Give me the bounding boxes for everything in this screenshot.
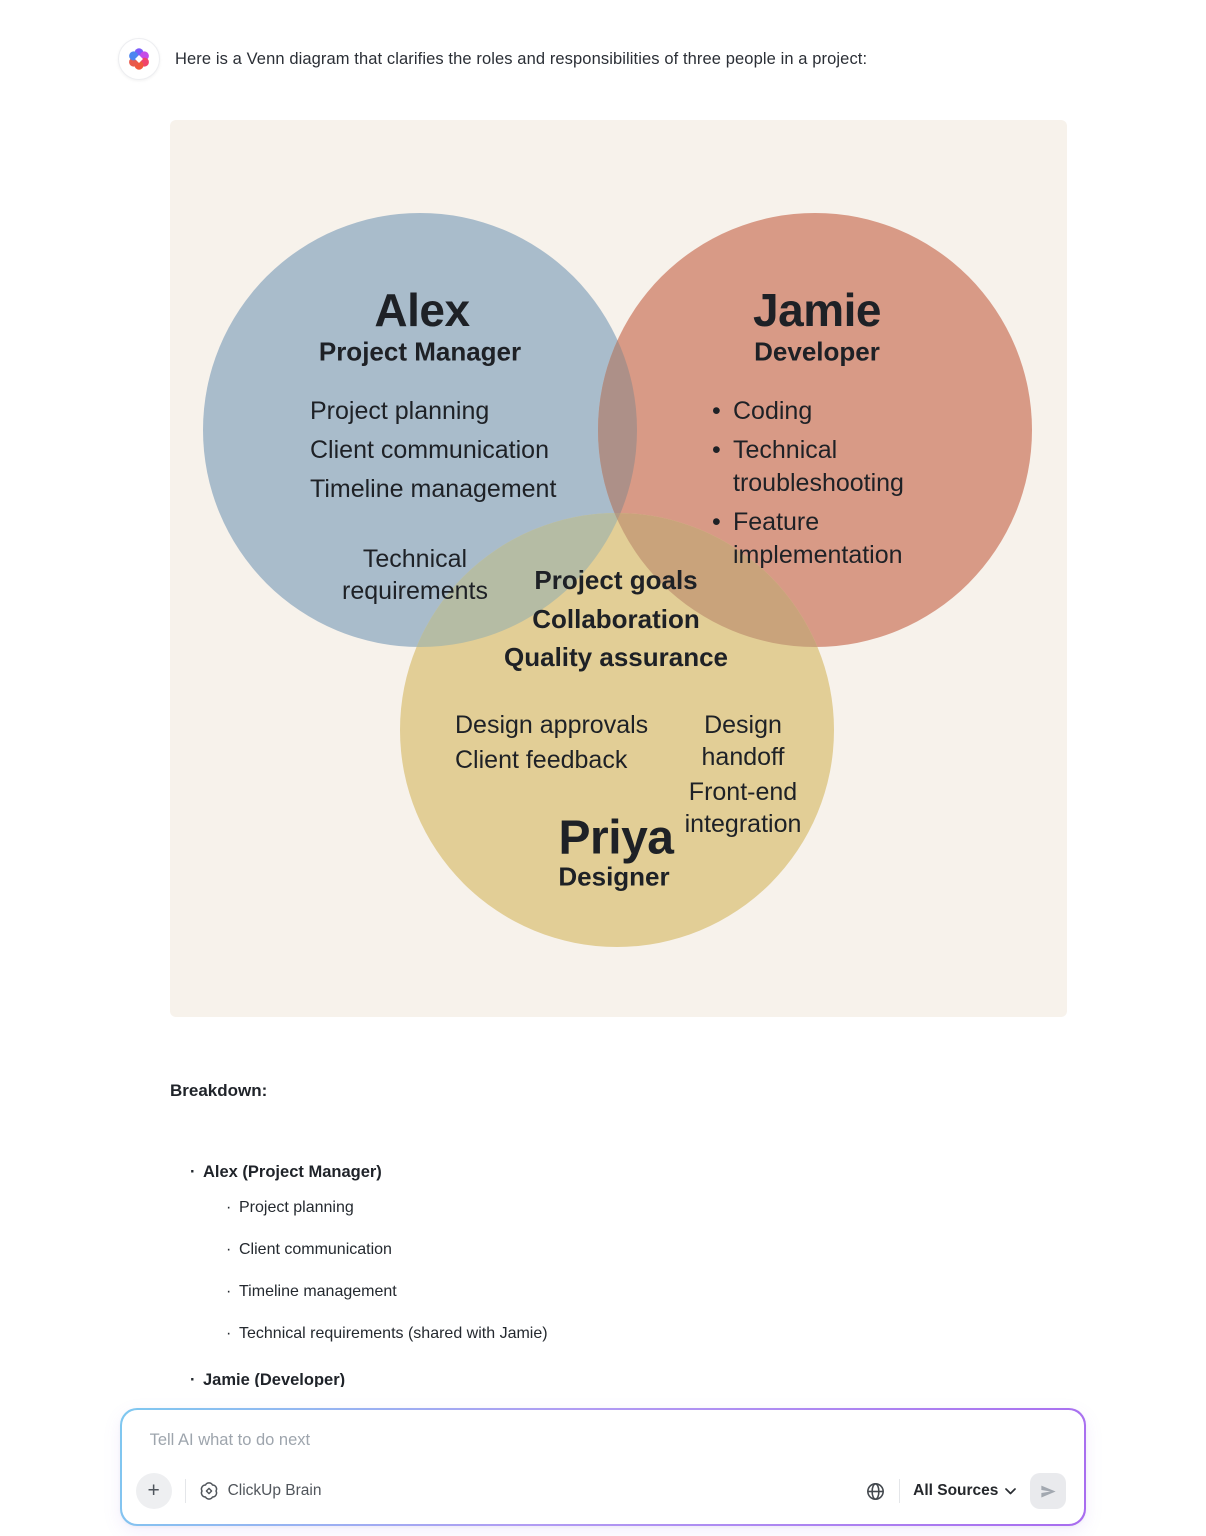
bullet: · [226,1199,232,1216]
alex-item: Timeline management [310,475,557,503]
jamie-item: Feature implementation [712,506,983,572]
jamie-item: Technical troubleshooting [712,434,983,500]
priya-name: Priya [558,811,674,865]
shared-item: Quality assurance [504,642,728,672]
jamie-item: Coding [712,395,983,428]
shared-items: Project goals Collaboration Quality assu… [446,561,786,677]
all-sources-label: All Sources [913,1482,999,1500]
alex-role: Project Manager [318,336,522,367]
send-icon [1041,1485,1056,1498]
jamie-role: Developer [754,336,880,367]
composer-input[interactable] [147,1429,852,1451]
add-attachment-button[interactable]: + [135,1473,172,1510]
send-button[interactable] [1030,1473,1067,1510]
composer-toolbar: + ClickUp Brain All Sources [135,1471,1067,1511]
composer-inner: + ClickUp Brain All Sources [121,1409,1085,1525]
clickup-ai-avatar [118,38,160,80]
bullet: · [226,1283,232,1300]
bullet: · [190,1163,196,1181]
alex-item: Client communication [310,436,549,464]
shared-item: Collaboration [532,603,700,634]
clickup-brain-button[interactable]: ClickUp Brain [199,1481,322,1501]
jamie-name: Jamie [753,284,881,336]
globe-icon [867,1482,885,1500]
jamie-items: Coding Technical troubleshooting Feature… [712,395,983,578]
shared-item: Project goals [534,565,698,595]
jamie-priya-overlap [598,513,834,647]
priya-role: Designer [558,861,670,892]
bullet: · [226,1241,232,1258]
breakdown-item: ·Timeline management [226,1283,397,1300]
alex-priya-overlap-label: Technical requirements [342,545,488,605]
alex-priya-overlap [400,513,637,647]
chevron-down-icon [1005,1488,1017,1495]
assistant-message-text: Here is a Venn diagram that clarifies th… [175,49,868,68]
breakdown-alex-title: ·Alex (Project Manager) [190,1163,382,1181]
divider [899,1479,901,1504]
jamie-priya-item: Front-end integration [684,778,802,838]
priya-left-item: Design approvals [455,711,649,739]
assistant-message: Here is a Venn diagram that clarifies th… [118,38,867,80]
all-sources-dropdown[interactable]: All Sources [913,1482,1017,1500]
venn-diagram-panel: Alex Project Manager Project planning Cl… [170,120,1067,1017]
bullet: · [226,1325,232,1342]
bullet: · [190,1371,196,1387]
breakdown-item: ·Technical requirements (shared with Jam… [226,1325,548,1342]
jamie-priya-item: Design handoff [701,711,785,771]
alex-item: Project planning [310,397,490,425]
priya-left-item: Client feedback [455,746,628,774]
web-search-button[interactable] [865,1481,886,1502]
breakdown-jamie-title: ·Jamie (Developer) [190,1371,345,1387]
clickup-brain-label: ClickUp Brain [227,1482,322,1500]
breakdown-heading: Breakdown: [170,1081,268,1100]
breakdown-section: Breakdown: ·Alex (Project Manager) ·Proj… [170,1073,1080,1387]
alex-name: Alex [374,284,470,336]
divider [184,1479,186,1504]
alex-items: Project planning Client communication Ti… [310,392,556,509]
ai-composer: + ClickUp Brain All Sources [120,1408,1086,1526]
breakdown-item: ·Project planning [226,1199,354,1216]
alex-priya-items: Design approvals Client feedback [455,708,648,778]
clickup-ai-flower-icon [129,48,149,70]
clickup-brain-icon [200,1482,217,1501]
breakdown-item: ·Client communication [226,1241,392,1258]
